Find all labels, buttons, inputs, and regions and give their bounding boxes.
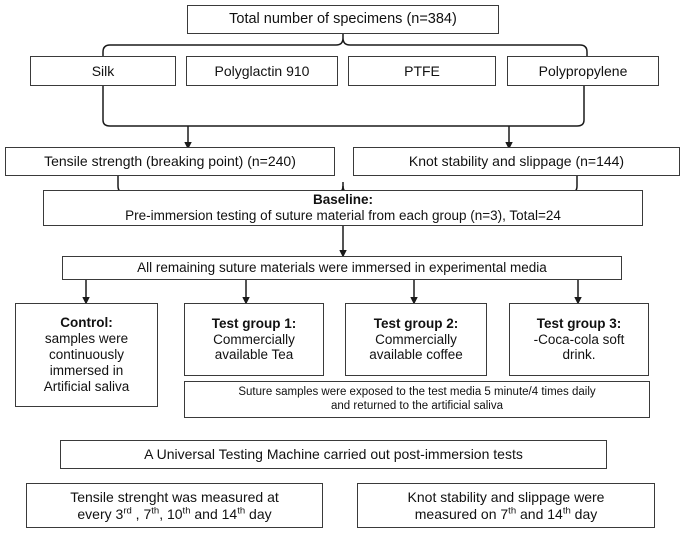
group-box-test-group-2: Test group 2: Commercially available cof… <box>345 303 487 376</box>
connector-materials-merge <box>102 86 585 127</box>
material-box-polypropylene: Polypropylene <box>507 56 659 86</box>
result-line-2: every 3rd , 7th, 10th and 14th day <box>77 504 272 522</box>
test-label: Tensile strength (breaking point) (n=240… <box>44 153 296 170</box>
group-box-test-group-1: Test group 1: Commercially available Tea <box>184 303 324 376</box>
group-box-control: Control: samples were continuously immer… <box>15 303 158 407</box>
material-label: Silk <box>91 62 115 79</box>
group-line: available Tea <box>214 347 294 363</box>
material-label: Polyglactin 910 <box>214 62 310 79</box>
test-box-knot-stability: Knot stability and slippage (n=144) <box>353 147 680 176</box>
group-line: immersed in <box>49 362 124 378</box>
group-heading: Test group 1: <box>211 315 297 331</box>
group-line: drink. <box>562 347 596 363</box>
test-box-tensile-strength: Tensile strength (breaking point) (n=240… <box>5 147 335 176</box>
baseline-body: Pre-immersion testing of suture material… <box>125 208 561 223</box>
material-label: PTFE <box>404 62 440 79</box>
test-label: Knot stability and slippage (n=144) <box>408 153 625 170</box>
utm-box: A Universal Testing Machine carried out … <box>60 440 607 469</box>
group-line: Commercially <box>375 331 457 347</box>
result-line-2: measured on 7th and 14th day <box>414 504 598 522</box>
exposure-note-line: and returned to the artificial saliva <box>331 399 503 412</box>
group-line: available coffee <box>369 347 463 363</box>
group-line: continuously <box>48 347 125 363</box>
baseline-box: Baseline: Pre-immersion testing of sutur… <box>43 190 643 226</box>
material-box-silk: Silk <box>30 56 176 86</box>
result-box-knot: Knot stability and slippage were measure… <box>357 483 655 528</box>
total-specimens-label: Total number of specimens (n=384) <box>229 10 457 27</box>
material-box-ptfe: PTFE <box>348 56 496 86</box>
group-heading: Test group 3: <box>536 315 622 331</box>
result-line-1: Tensile strenght was measured at <box>70 488 279 505</box>
material-box-polyglactin: Polyglactin 910 <box>186 56 338 86</box>
group-line: samples were <box>44 331 129 347</box>
group-line: Commercially <box>213 331 295 347</box>
group-line: Artificial saliva <box>43 378 130 394</box>
baseline-heading: Baseline: <box>312 192 374 208</box>
total-specimens-box: Total number of specimens (n=384) <box>187 5 499 34</box>
connector-title-to-materials <box>102 33 588 57</box>
immersion-label: All remaining suture materials were imme… <box>137 260 547 276</box>
group-box-test-group-3: Test group 3: -Coca-cola soft drink. <box>509 303 649 376</box>
result-line-1: Knot stability and slippage were <box>407 488 605 505</box>
material-label: Polypropylene <box>538 62 628 79</box>
result-box-tensile: Tensile strenght was measured at every 3… <box>26 483 323 528</box>
exposure-note-box: Suture samples were exposed to the test … <box>184 381 650 418</box>
utm-label: A Universal Testing Machine carried out … <box>144 446 523 463</box>
group-heading: Control: <box>60 315 113 331</box>
immersion-box: All remaining suture materials were imme… <box>62 256 622 280</box>
group-line: -Coca-cola soft <box>533 331 625 347</box>
group-heading: Test group 2: <box>373 315 459 331</box>
exposure-note-line: Suture samples were exposed to the test … <box>238 385 596 398</box>
